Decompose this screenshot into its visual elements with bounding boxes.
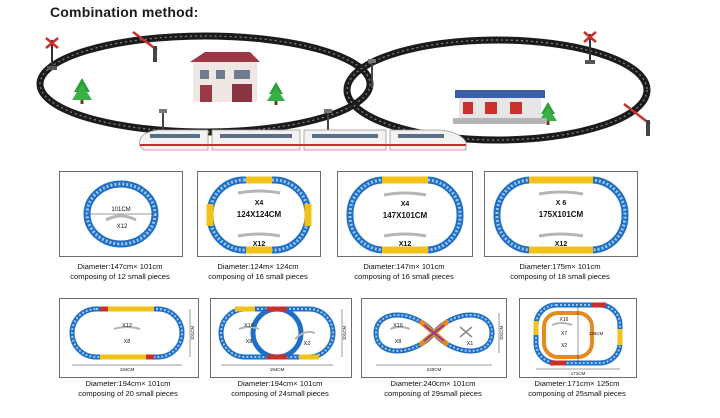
lamp-post (324, 109, 332, 134)
width-label: 194CM (120, 367, 135, 372)
station-house (190, 52, 260, 102)
right-oval-track (343, 36, 651, 144)
quantity-label: X2 (304, 341, 311, 347)
tree-icon (267, 82, 285, 105)
tree-icon (539, 102, 557, 125)
height-label: 101CM (499, 326, 504, 341)
combination-card-8: X16 X7 X2 125CM 171CM (519, 298, 637, 378)
size-label: 101CM (111, 207, 130, 213)
height-label: 125CM (589, 331, 604, 336)
quantity-label: X12 (555, 241, 568, 248)
combination-card-7: X16 X8 X1 240CM 101CM (361, 298, 507, 378)
quantity-label: X7 (561, 331, 567, 337)
width-label: 194CM (270, 367, 285, 372)
train-icon (139, 129, 467, 151)
tree-icon (72, 78, 92, 104)
combination-card-4: X 6 175X101CM X12 (484, 171, 638, 257)
quantity-label: X1 (467, 341, 474, 347)
height-label: 101CM (190, 326, 195, 341)
combination-card-3: X4 147X101CM X12 (337, 171, 473, 257)
quantity-label: X2 (561, 343, 567, 349)
combination-card-6: X16 X8 X2 194CM 101CM (210, 298, 352, 378)
quantity-label: X16 (560, 317, 569, 323)
section-title: Combination method: (50, 4, 199, 20)
quantity-label: X8 (124, 339, 131, 345)
quantity-label: X12 (399, 241, 412, 248)
combination-card-1: 101CM X12 (59, 171, 183, 257)
combination-card-5: X12 X8 194CM 101CM (59, 298, 199, 378)
crossing-signal-right (583, 31, 597, 64)
quantity-label: X 6 (556, 200, 567, 207)
lamp-post (368, 59, 376, 88)
size-label: 147X101CM (383, 211, 428, 220)
crossing-signal-left (45, 37, 59, 70)
quantity-label: X4 (255, 200, 264, 207)
width-label: 240CM (427, 367, 442, 372)
barrier-gate-left (132, 31, 158, 62)
lamp-post (159, 109, 167, 134)
quantity-label: X8 (246, 339, 253, 345)
combination-card-2: X4 124X124CM X12 (197, 171, 321, 257)
train-set-illustration (36, 31, 651, 151)
quantity-label: X12 (253, 241, 266, 248)
width-label: 171CM (571, 371, 586, 376)
barrier-gate-right (623, 103, 651, 136)
quantity-label: X12 (122, 323, 132, 329)
quantity-label: X4 (401, 201, 410, 208)
size-label: 124X124CM (237, 210, 282, 219)
quantity-label: X16 (244, 323, 254, 329)
station-platform (453, 90, 547, 124)
quantity-label: X12 (117, 224, 128, 230)
quantity-label: X16 (393, 323, 403, 329)
size-label: 175X101CM (539, 210, 584, 219)
height-label: 101CM (342, 326, 347, 341)
quantity-label: X8 (395, 339, 402, 345)
